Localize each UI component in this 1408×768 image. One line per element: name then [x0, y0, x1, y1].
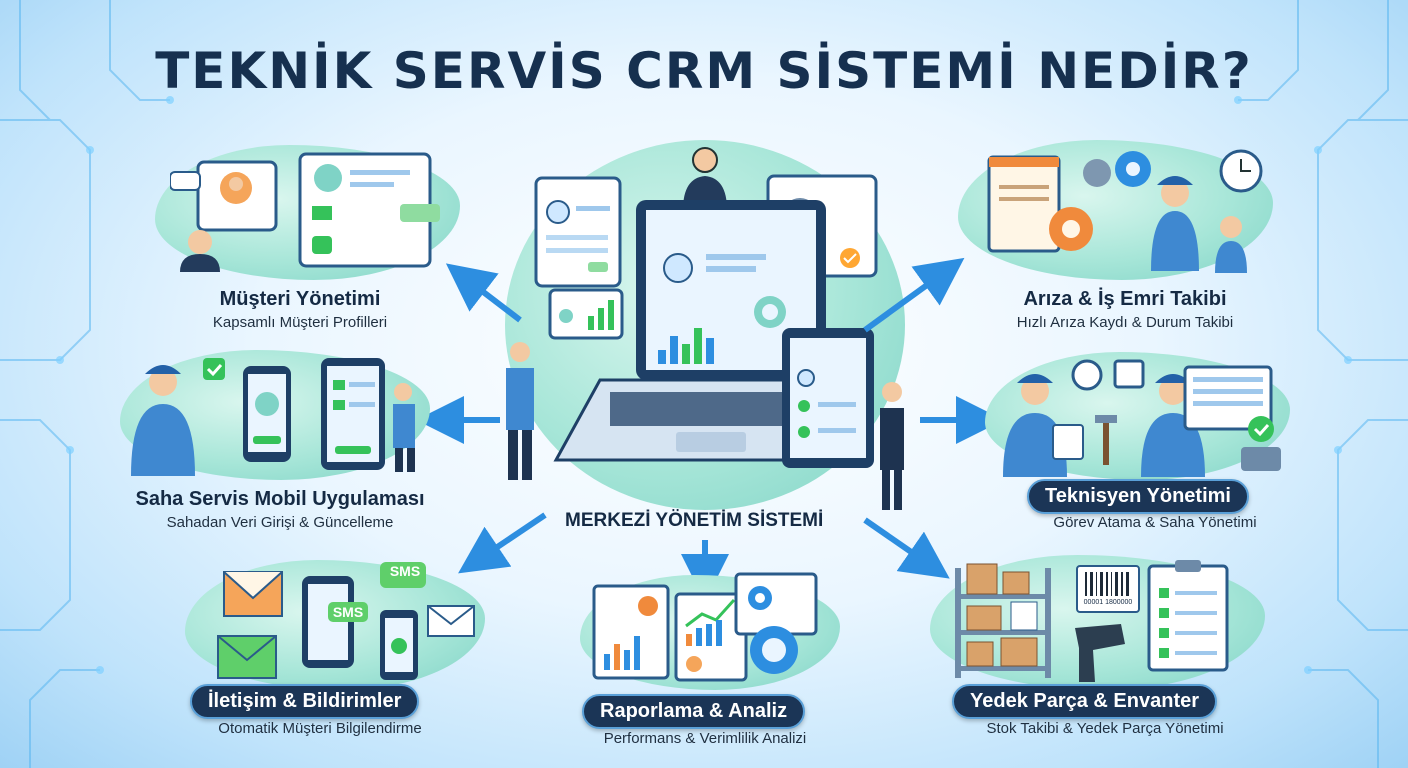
musteri-title: Müşteri Yönetimi	[219, 288, 381, 310]
center-label: MERKEZİ YÖNETİM SİSTEMİ	[565, 510, 824, 531]
raporlama-title: Raporlama & Analiz	[582, 694, 806, 729]
iletisim-subtitle: Otomatik Müşteri Bilgilendirme	[218, 720, 422, 737]
yedek-subtitle: Stok Takibi & Yedek Parça Yönetimi	[986, 720, 1224, 737]
raporlama-subtitle: Performans & Verimlilik Analizi	[603, 730, 807, 747]
sms-bubble-1: SMS	[389, 563, 421, 579]
ariza-title: Arıza & İş Emri Takibi	[1023, 288, 1227, 310]
ariza-subtitle: Hızlı Arıza Kaydı & Durum Takibi	[1016, 314, 1234, 331]
notifications-illustration	[217, 562, 475, 680]
technician-illustration	[1003, 359, 1281, 477]
center-laptop-illustration	[506, 147, 904, 510]
saha-title: Saha Servis Mobil Uygulaması	[135, 488, 425, 510]
customer-profiles-illustration	[170, 152, 440, 272]
saha-subtitle: Sahadan Veri Girişi & Güncelleme	[166, 514, 394, 531]
iletisim-title: İletişim & Bildirimler	[190, 684, 420, 719]
barcode-number: 00001 1800000	[1083, 599, 1133, 606]
musteri-subtitle: Kapsamlı Müşteri Profilleri	[212, 314, 388, 331]
teknisyen-subtitle: Görev Atama & Saha Yönetimi	[1053, 514, 1257, 531]
sms-bubble-2: SMS	[328, 602, 368, 622]
inventory-illustration	[955, 560, 1229, 682]
teknisyen-title: Teknisyen Yönetimi	[1027, 479, 1249, 514]
reporting-illustration	[592, 572, 818, 682]
mobile-app-illustration	[131, 358, 415, 476]
yedek-title: Yedek Parça & Envanter	[952, 684, 1218, 719]
work-order-illustration	[987, 149, 1263, 273]
page-title: TEKNİK SERVİS CRM SİSTEMİ NEDİR?	[155, 42, 1253, 100]
